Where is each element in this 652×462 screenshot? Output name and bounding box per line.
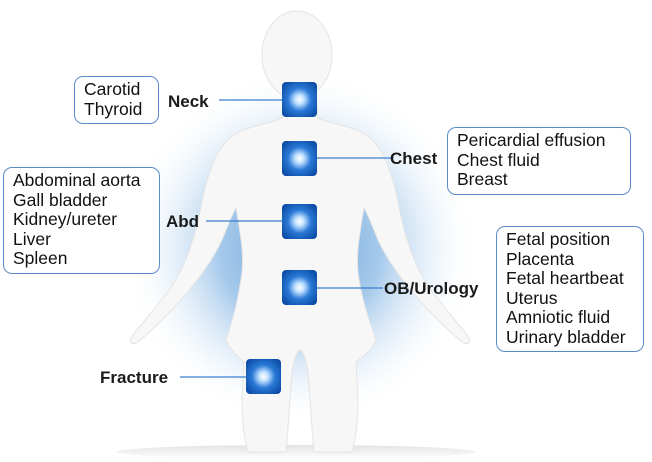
abd-item: Abdominal aorta bbox=[13, 170, 141, 190]
abd-item: Liver bbox=[13, 228, 51, 249]
abd-item: Gall bladder bbox=[13, 189, 108, 210]
floor-shadow bbox=[116, 445, 476, 459]
neck-info-box: Carotid Thyroid bbox=[74, 76, 159, 124]
ob-urology-item: Fetal position bbox=[506, 229, 611, 249]
abd-info-box: Abdominal aorta Gall bladder Kidney/uret… bbox=[3, 167, 160, 274]
neck-label: Neck bbox=[168, 92, 209, 111]
ob-urology-item: Urinary bladder bbox=[506, 326, 626, 347]
ob-urology-item: Placenta bbox=[506, 248, 575, 269]
chest-item: Chest fluid bbox=[457, 149, 540, 170]
region-markers bbox=[246, 82, 317, 394]
ob-urology-label: OB/Urology bbox=[384, 279, 479, 298]
chest-item: Pericardial effusion bbox=[457, 130, 606, 150]
ob-marker bbox=[282, 270, 317, 305]
abd-item: Spleen bbox=[13, 248, 68, 268]
abd-label: Abd bbox=[166, 212, 200, 231]
ob-urology-info-box: Fetal position Placenta Fetal heartbeat … bbox=[496, 226, 644, 352]
chest-item: Breast bbox=[457, 169, 508, 189]
ob-urology-item: Uterus bbox=[506, 287, 558, 308]
connector-lines bbox=[180, 99, 392, 378]
chest-label: Chest bbox=[390, 149, 438, 168]
abd-item: Kidney/ureter bbox=[13, 209, 118, 229]
neck-item: Carotid bbox=[84, 79, 141, 99]
neck-marker bbox=[282, 82, 317, 117]
ob-urology-item: Amniotic fluid bbox=[506, 307, 611, 327]
fracture-label: Fracture bbox=[100, 368, 169, 387]
fracture-marker bbox=[246, 359, 281, 394]
chest-marker bbox=[282, 141, 317, 176]
chest-info-box: Pericardial effusion Chest fluid Breast bbox=[447, 127, 631, 195]
neck-item: Thyroid bbox=[84, 98, 143, 119]
ob-urology-item: Fetal heartbeat bbox=[506, 268, 624, 288]
abd-marker bbox=[282, 204, 317, 239]
